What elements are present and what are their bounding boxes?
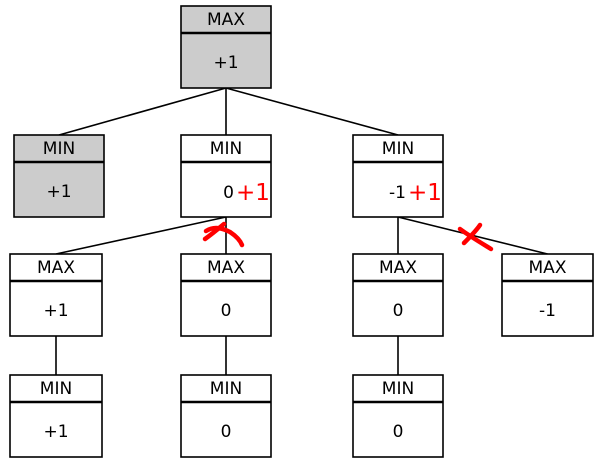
node-type-label: MIN (40, 379, 72, 399)
prune-mark-stroke (202, 221, 227, 242)
tree-node-l3-a: MIN +1 (9, 374, 103, 458)
node-type-label: MIN (382, 379, 414, 399)
node-value: +1 (46, 182, 71, 202)
node-type-label: MAX (37, 258, 75, 278)
tree-node-l2-d: MAX -1 (501, 253, 594, 337)
prune-mark-icon (202, 221, 245, 248)
tree-node-root: MAX +1 (180, 5, 272, 89)
node-value: 0 (221, 422, 232, 442)
node-type-label: MAX (207, 258, 245, 278)
node-box (9, 374, 103, 458)
node-type-label: MIN (210, 379, 242, 399)
tree-edge (58, 87, 227, 136)
node-box (13, 134, 105, 218)
node-type-label: MAX (529, 258, 567, 278)
prune-mark-stroke (461, 222, 483, 246)
node-type-label: MIN (210, 139, 242, 159)
node-box (352, 253, 444, 337)
prune-mark-stroke (457, 226, 494, 252)
tree-node-l1-mid: MIN 0+1 (180, 134, 272, 218)
node-type-label: MAX (379, 258, 417, 278)
node-type-label: MAX (207, 10, 245, 30)
node-box (352, 374, 444, 458)
node-value: 0 (393, 301, 404, 321)
updated-value-annotation: +1 (236, 180, 270, 206)
tree-node-l3-b: MIN 0 (180, 374, 272, 458)
tree-node-l3-c: MIN 0 (352, 374, 444, 458)
tree-node-l2-c: MAX 0 (352, 253, 444, 337)
node-value: 0 (221, 301, 232, 321)
tree-edge (55, 216, 227, 255)
tree-node-l2-a: MAX +1 (9, 253, 103, 337)
tree-node-l1-right: MIN -1+1 (352, 134, 444, 218)
node-box (180, 134, 272, 218)
node-value: +1 (43, 422, 68, 442)
node-type-label: MIN (43, 139, 75, 159)
tree-node-l1-left: MIN +1 (13, 134, 105, 218)
node-box (9, 253, 103, 337)
nodes-layer: MAX+1MIN+1MIN0+1MIN-1+1MAX+1MAX0MAX0MAX-… (9, 5, 594, 458)
node-value: +1 (213, 53, 238, 73)
node-box (180, 374, 272, 458)
node-box (352, 134, 444, 218)
prune-mark-icon (457, 222, 494, 252)
node-value: -1 (539, 301, 556, 321)
tree-node-l2-b: MAX 0 (180, 253, 272, 337)
node-box (180, 5, 272, 89)
node-value: -1 (389, 183, 406, 203)
prune-mark-stroke (203, 225, 245, 248)
tree-edge (225, 87, 399, 136)
updated-value-annotation: +1 (408, 180, 442, 206)
marks-layer (202, 221, 494, 252)
node-value: 0 (223, 183, 234, 203)
node-box (501, 253, 594, 337)
node-value: +1 (43, 301, 68, 321)
node-value: 0 (393, 422, 404, 442)
node-type-label: MIN (382, 139, 414, 159)
node-box (180, 253, 272, 337)
